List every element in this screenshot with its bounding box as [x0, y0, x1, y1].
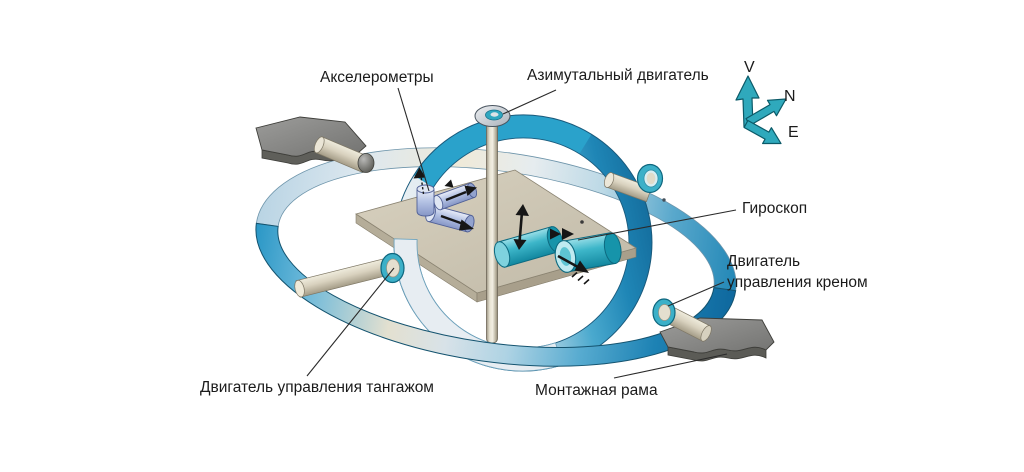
leader-accelerometers [397, 87, 430, 192]
leader-pitch-motor [306, 267, 395, 377]
gyroscope-cylinders [493, 204, 622, 285]
axis-arrow-e [743, 119, 782, 145]
leader-azimuth-motor [502, 89, 557, 115]
label-roll-motor-line2: управления креном [727, 274, 868, 292]
azimuth-motor-disc [474, 105, 511, 127]
upper-right-pivot [603, 163, 664, 203]
leader-roll-motor [667, 281, 725, 307]
label-accelerometers: Акселерометры [320, 69, 434, 86]
axis-arrow-n [745, 98, 787, 126]
azimuth-shaft [486, 119, 498, 344]
axis-label-east: E [788, 124, 799, 141]
accelerometer-axis-arrows [413, 167, 477, 231]
label-roll-motor: Двигатель управления креном [727, 251, 868, 294]
label-roll-motor-line1: Двигатель [727, 253, 801, 270]
label-pitch-motor: Двигатель управления тангажом [200, 379, 434, 396]
axis-label-vertical: V [744, 59, 755, 76]
axis-label-north: N [784, 88, 796, 105]
outer-ring-front-band [255, 222, 737, 367]
ring-rivet-dot [662, 198, 666, 202]
platform-dot [580, 220, 584, 224]
axis-indicator-arrows [735, 75, 787, 145]
accelerometers-cluster [413, 167, 478, 233]
leader-lines [306, 87, 737, 379]
gyroscope-axis-arrows [513, 204, 590, 285]
label-azimuth-motor: Азимутальный двигатель [527, 67, 709, 84]
left-mount-bracket [255, 116, 375, 174]
label-gyroscope: Гироскоп [742, 200, 808, 217]
ring-dome-rivet [357, 153, 375, 173]
pitch-motor-pivot [294, 252, 405, 298]
leader-mounting-frame [613, 353, 728, 379]
leader-gyroscope [577, 209, 737, 241]
label-mounting-frame: Монтажная рама [535, 382, 658, 399]
